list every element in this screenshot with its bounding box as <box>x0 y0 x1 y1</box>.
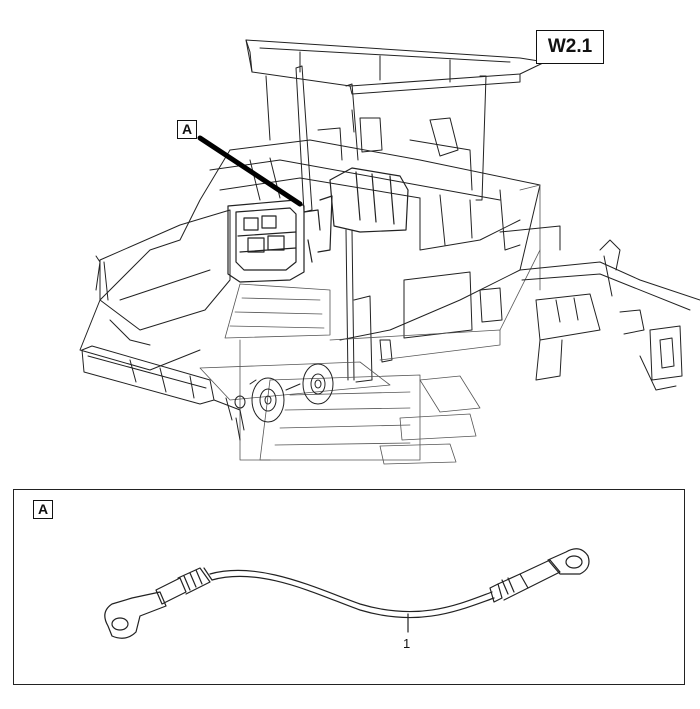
ghost-platform <box>199 184 541 465</box>
cable-assembly <box>104 548 590 639</box>
page-code-label: W2.1 <box>536 30 604 64</box>
engine-block <box>227 199 321 283</box>
callout-pointer <box>197 135 303 207</box>
side-panel <box>345 229 503 383</box>
canopy-roof <box>245 39 546 95</box>
detail-frame <box>13 489 685 685</box>
detail-callout-label: A <box>33 500 53 519</box>
hopper <box>79 209 231 371</box>
canopy-posts <box>265 65 487 213</box>
front-bar <box>81 345 246 441</box>
wheels <box>249 363 334 423</box>
screed-arm <box>499 225 700 391</box>
view-callout-label: A <box>177 120 197 139</box>
battery-box <box>307 167 409 263</box>
part-number-label: 1 <box>403 636 411 651</box>
cab-interior <box>317 109 473 191</box>
machine-body <box>99 139 541 341</box>
